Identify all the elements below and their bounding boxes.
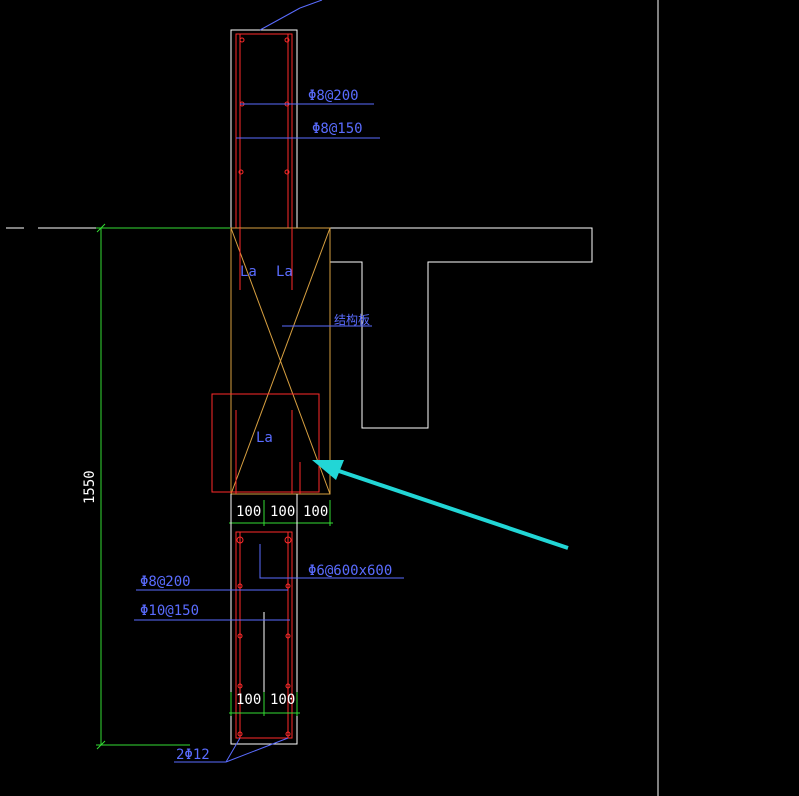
vertical-dimension-label: 1550: [82, 470, 98, 504]
lower-stirrup-label: Φ6@600x600: [308, 563, 392, 579]
la-left-label: La: [240, 264, 257, 280]
vertical-dimension: [96, 223, 230, 750]
la-right-label: La: [276, 264, 293, 280]
upper-stirrup-label: Φ8@200: [308, 88, 359, 104]
lower-dim-1: 100: [236, 692, 261, 708]
bottom-bars-leader: [174, 737, 289, 763]
lower-column: [230, 494, 298, 745]
lower-annotations: [134, 544, 404, 621]
lower-anchorage-box: [211, 393, 320, 494]
pointer-arrow: [312, 460, 569, 550]
upper-column: [230, 0, 323, 229]
lower-label-a: Φ8@200: [140, 574, 191, 590]
lower-label-b: Φ10@150: [140, 603, 199, 619]
upper-dim-2: 100: [270, 504, 295, 520]
slab-outline: [330, 227, 593, 429]
joint-zone: [230, 227, 331, 495]
bottom-bars-label: 2Φ12: [176, 747, 210, 763]
lower-dim-2: 100: [270, 692, 295, 708]
slab-note-label: 结构板: [334, 312, 370, 327]
upper-dim-3: 100: [303, 504, 328, 520]
upper-annotations: [236, 103, 380, 139]
la-lower-label: La: [256, 430, 273, 446]
upper-dim-1: 100: [236, 504, 261, 520]
upper-bar-label: Φ8@150: [312, 121, 363, 137]
lower-dimension-row: [229, 692, 300, 716]
